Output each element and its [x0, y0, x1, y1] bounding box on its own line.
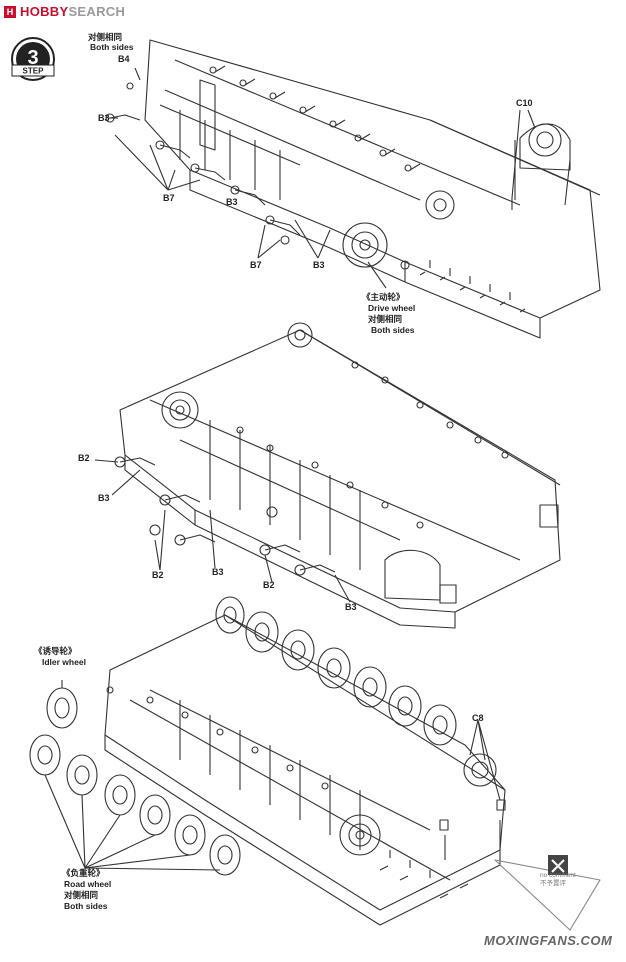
callout-b3-f: B3	[345, 602, 357, 612]
road-wheels-far	[215, 596, 457, 746]
callout-b3-e: B3	[212, 567, 224, 577]
middle-hull	[94, 322, 561, 629]
note-top-en: Both sides	[90, 42, 134, 52]
callout-b7-b: B7	[250, 260, 262, 270]
brand-part1: HOBBY	[20, 4, 69, 19]
step-label: STEP	[23, 67, 45, 76]
road-wheels-near	[29, 734, 241, 876]
note-road-cn2: 对侧相同	[64, 890, 99, 900]
callout-b7-a: B7	[163, 193, 175, 203]
brand-text: HOBBYSEARCH	[20, 4, 125, 19]
callout-b3-d: B3	[98, 493, 110, 503]
watermark-graphic	[494, 855, 601, 931]
callout-b3-b: B3	[226, 197, 238, 207]
watermark-line1: no comment	[540, 872, 576, 879]
note-drive-cn2: 对侧相同	[368, 314, 403, 324]
lower-hull	[29, 596, 506, 926]
watermark-site: MOXINGFANS.COM	[484, 933, 613, 948]
note-top-cn: 对侧相同	[88, 32, 123, 42]
note-idler-en: Idler wheel	[42, 657, 86, 667]
note-road-en: Road wheel	[64, 879, 112, 889]
watermark-line2: 不予置评	[540, 880, 566, 887]
step-number: 3	[27, 47, 38, 69]
callout-b2-b: B2	[152, 570, 164, 580]
callout-b3-c: B3	[313, 260, 325, 270]
upper-hull	[105, 39, 601, 339]
callout-c10: C10	[516, 98, 533, 108]
callout-b3-a: B3	[98, 113, 110, 123]
callout-b2-c: B2	[263, 580, 275, 590]
step-badge: 3 STEP	[11, 37, 55, 81]
site-logo: H HOBBYSEARCH	[4, 4, 125, 19]
watermark-caption: no comment 不予置评	[540, 872, 576, 888]
brand-part2: SEARCH	[68, 4, 126, 19]
callout-b2-a: B2	[78, 453, 90, 463]
note-road-en2: Both sides	[64, 901, 108, 911]
logo-mark: H	[4, 5, 16, 18]
note-road-cn: 《负重轮》	[62, 868, 105, 878]
callout-c8: C8	[472, 713, 484, 723]
callout-b4: B4	[118, 54, 130, 64]
note-drive-en2: Both sides	[371, 325, 415, 335]
note-drive-en: Drive wheel	[368, 303, 416, 313]
note-idler-cn: 《诱导轮》	[34, 646, 77, 656]
note-drive-cn: 《主动轮》	[362, 292, 405, 302]
